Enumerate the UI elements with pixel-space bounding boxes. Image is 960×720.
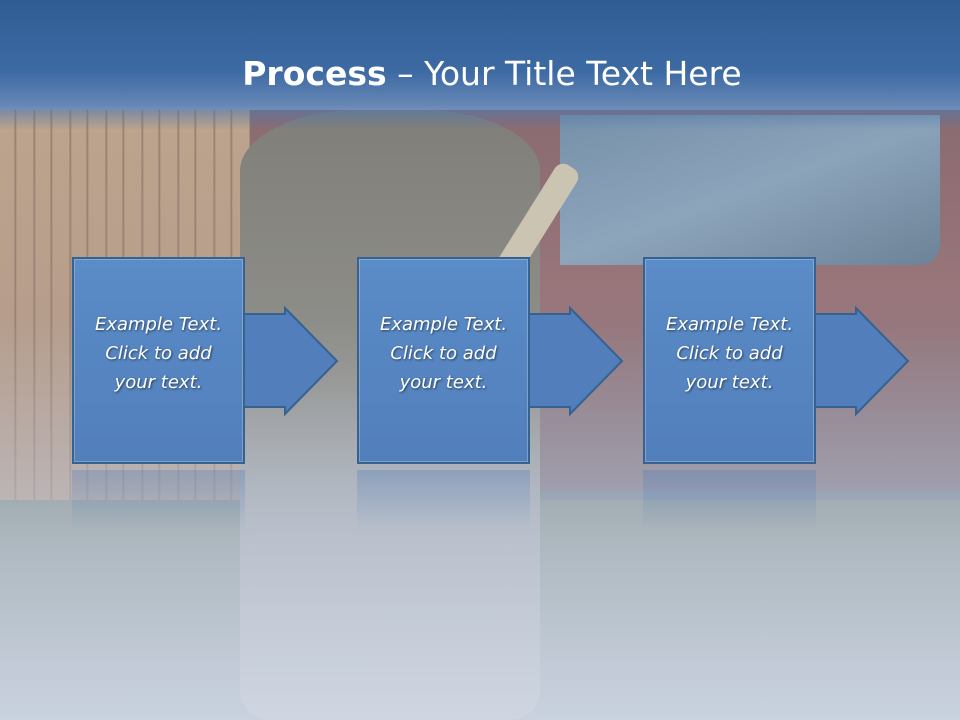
step-text-line: your text. (399, 372, 488, 393)
step-text[interactable]: Example Text. Click to add your text. (72, 310, 245, 397)
step-text[interactable]: Example Text. Click to add your text. (643, 310, 816, 397)
step-text-line: Example Text. (94, 314, 223, 335)
process-step-3[interactable]: Example Text. Click to add your text. (643, 257, 960, 467)
step-box[interactable] (643, 257, 816, 464)
title-band (0, 0, 960, 130)
step-text-line: your text. (685, 372, 774, 393)
step-text-line: your text. (114, 372, 203, 393)
arrow-right-icon (526, 305, 624, 417)
step-text-line: Example Text. (379, 314, 508, 335)
arrow-right-icon (241, 305, 339, 417)
process-step-2[interactable]: Example Text. Click to add your text. (357, 257, 697, 467)
step-reflection (643, 470, 816, 530)
step-box[interactable] (72, 257, 245, 464)
title-rest-part: – Your Title Text Here (386, 54, 742, 93)
slide-title[interactable]: Process – Your Title Text Here (0, 54, 960, 94)
step-reflection (72, 470, 245, 530)
step-text-line: Example Text. (665, 314, 794, 335)
title-bold-part: Process (242, 54, 387, 93)
step-reflection (357, 470, 530, 530)
step-box[interactable] (357, 257, 530, 464)
arrow-right-icon (812, 305, 910, 417)
process-step-1[interactable]: Example Text. Click to add your text. (72, 257, 412, 467)
step-text-line: Click to add (676, 343, 783, 364)
step-text[interactable]: Example Text. Click to add your text. (357, 310, 530, 397)
step-text-line: Click to add (390, 343, 497, 364)
step-text-line: Click to add (105, 343, 212, 364)
